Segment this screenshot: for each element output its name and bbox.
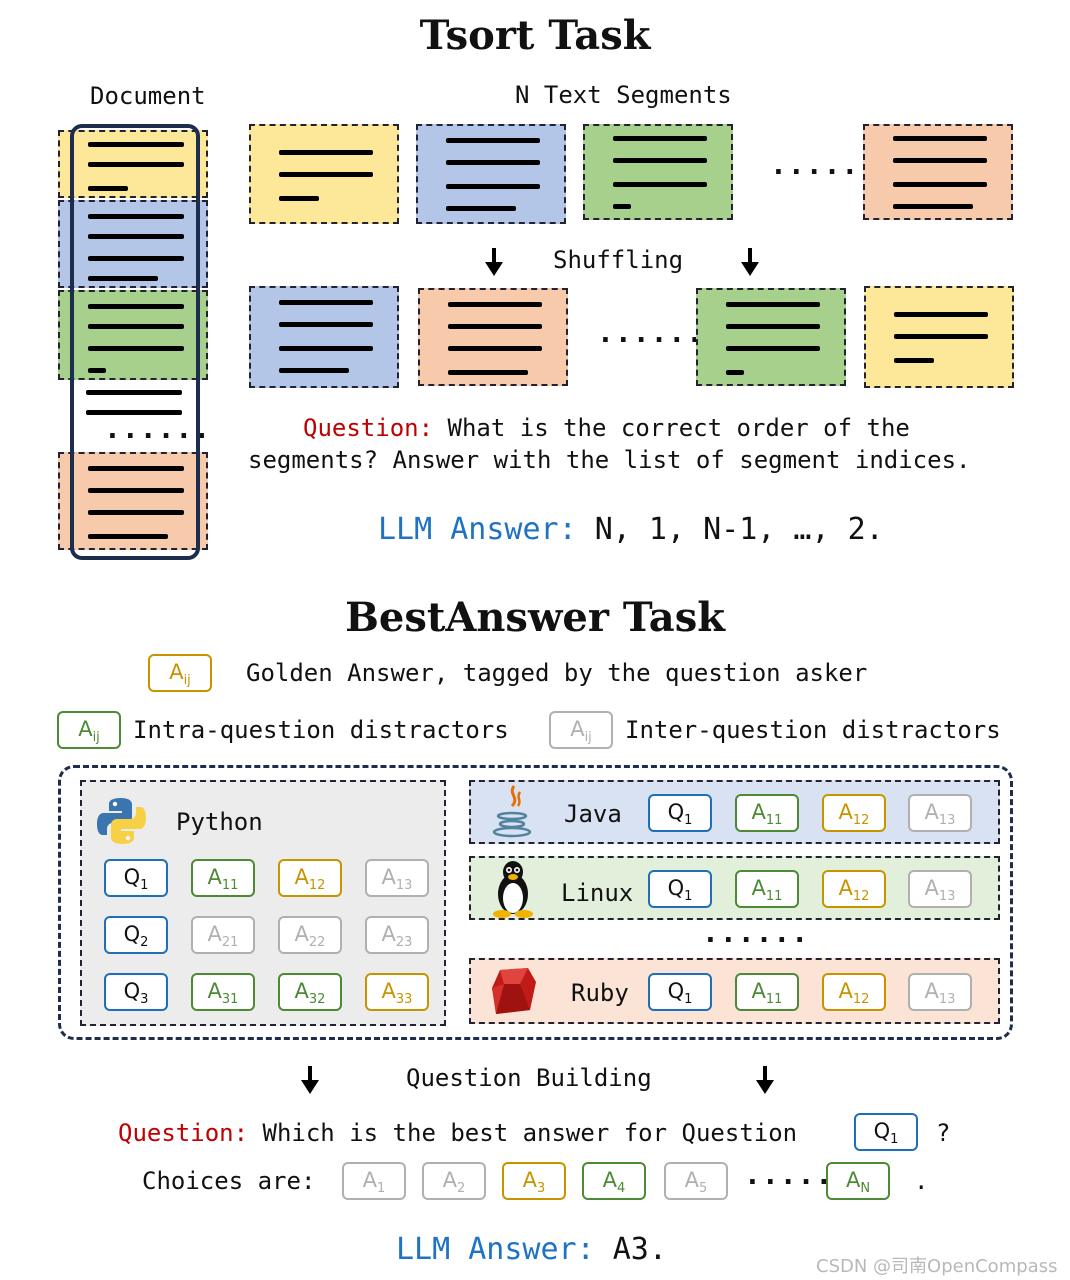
linux-a12: A12 [822, 870, 886, 908]
shuffle-arrow-right [741, 248, 759, 276]
bestanswer-answer: LLM Answer: A3. [396, 1232, 667, 1267]
segments-label: N Text Segments [515, 81, 732, 109]
python-q1: Q1 [104, 859, 168, 897]
shuffle-arrow-left [485, 248, 503, 276]
doc-segment-green [58, 290, 208, 380]
python-a31: A31 [191, 973, 255, 1011]
bestanswer-answer-text: A3. [612, 1232, 667, 1267]
choices-label: Choices are: [142, 1167, 316, 1195]
document-label: Document [90, 82, 206, 110]
bestanswer-answer-prefix: LLM Answer: [396, 1232, 595, 1267]
choices-end-mark: . [914, 1167, 929, 1195]
choice-a4: A4 [582, 1162, 646, 1200]
question-q1-tag: Q1 [854, 1113, 918, 1151]
choice-a2: A2 [422, 1162, 486, 1200]
ruby-label: Ruby [571, 979, 629, 1007]
tsort-answer-prefix: LLM Answer: [378, 512, 577, 547]
python-logo-icon [97, 798, 146, 844]
linux-label: Linux [561, 879, 634, 907]
tsort-question-prefix: Question: [303, 414, 434, 442]
python-a23: A23 [365, 916, 429, 954]
python-a33: A33 [365, 973, 429, 1011]
ruby-gem-icon [492, 968, 536, 1014]
bestanswer-title: BestAnswer Task [345, 594, 725, 641]
shuffled-segment-green [696, 288, 846, 386]
choice-a5: A5 [664, 1162, 728, 1200]
linux-a13: A13 [908, 870, 972, 908]
legend-inter-text: Inter-question distractors [625, 716, 1001, 744]
tsort-answer: LLM Answer: N, 1, N-1, …, 2. [378, 512, 884, 547]
python-q2: Q2 [104, 916, 168, 954]
tsort-answer-text: N, 1, N-1, …, 2. [594, 512, 884, 547]
python-a13: A13 [365, 859, 429, 897]
bestanswer-question: Question: Which is the best answer for Q… [118, 1119, 797, 1147]
bestanswer-question-text: Which is the best answer for Question [262, 1119, 798, 1147]
choice-a1: A1 [342, 1162, 406, 1200]
python-q3: Q3 [104, 973, 168, 1011]
java-a11: A11 [735, 794, 799, 832]
shuffled-segment-yellow [864, 286, 1014, 388]
building-label: Question Building [406, 1064, 652, 1092]
ruby-a11: A11 [735, 973, 799, 1011]
ruby-q1: Q1 [648, 973, 712, 1011]
ruby-a13: A13 [908, 973, 972, 1011]
bestanswer-question-prefix: Question: [118, 1119, 249, 1147]
python-label: Python [176, 808, 263, 836]
java-label: Java [564, 800, 622, 828]
python-a32: A32 [278, 973, 342, 1011]
shuffled-segment-blue [249, 286, 399, 388]
segments-ellipsis: ...... [770, 148, 878, 181]
doc-segment-orange [58, 452, 208, 550]
communities-ellipsis: ...... [702, 916, 810, 949]
shuffled-segment-orange [418, 288, 568, 386]
tsort-question-line1: Question: What is the correct order of t… [303, 414, 910, 442]
doc-segment-blue [58, 200, 208, 288]
building-arrow-left [301, 1066, 319, 1094]
legend-golden-tag: Aij [148, 654, 212, 692]
linux-tux-icon [493, 861, 533, 918]
choice-an: AN [826, 1162, 890, 1200]
shuffling-label: Shuffling [553, 246, 684, 274]
segment-green [583, 124, 733, 220]
legend-golden-text: Golden Answer, tagged by the question as… [246, 659, 868, 687]
doc-segment-yellow [58, 130, 208, 198]
tsort-question-line2: segments? Answer with the list of segmen… [248, 446, 971, 474]
legend-intra-tag: Aij [57, 711, 121, 749]
legend-inter-tag: Aij [549, 711, 613, 749]
shuffled-ellipsis: ...... [597, 316, 705, 349]
choice-a3: A3 [502, 1162, 566, 1200]
legend-intra-text: Intra-question distractors [133, 716, 509, 744]
linux-a11: A11 [735, 870, 799, 908]
python-a21: A21 [191, 916, 255, 954]
tsort-title: Tsort Task [419, 12, 651, 59]
doc-ellipsis: ...... [104, 412, 212, 445]
python-a22: A22 [278, 916, 342, 954]
communities-panel [58, 765, 1013, 1040]
java-logo-icon [492, 785, 532, 838]
linux-q1: Q1 [648, 870, 712, 908]
watermark: CSDN @司南OpenCompass [816, 1256, 1058, 1277]
java-q1: Q1 [648, 794, 712, 832]
building-arrow-right [756, 1066, 774, 1094]
document-frame [70, 124, 200, 560]
question-end-mark: ? [936, 1119, 951, 1147]
tsort-question-text: What is the correct order of the [447, 414, 910, 442]
segment-yellow [249, 124, 399, 224]
java-a12: A12 [822, 794, 886, 832]
java-a13: A13 [908, 794, 972, 832]
ruby-a12: A12 [822, 973, 886, 1011]
python-a12: A12 [278, 859, 342, 897]
python-a11: A11 [191, 859, 255, 897]
segment-blue [416, 124, 566, 224]
segment-orange [863, 124, 1013, 220]
doc-segment-white [58, 382, 208, 452]
